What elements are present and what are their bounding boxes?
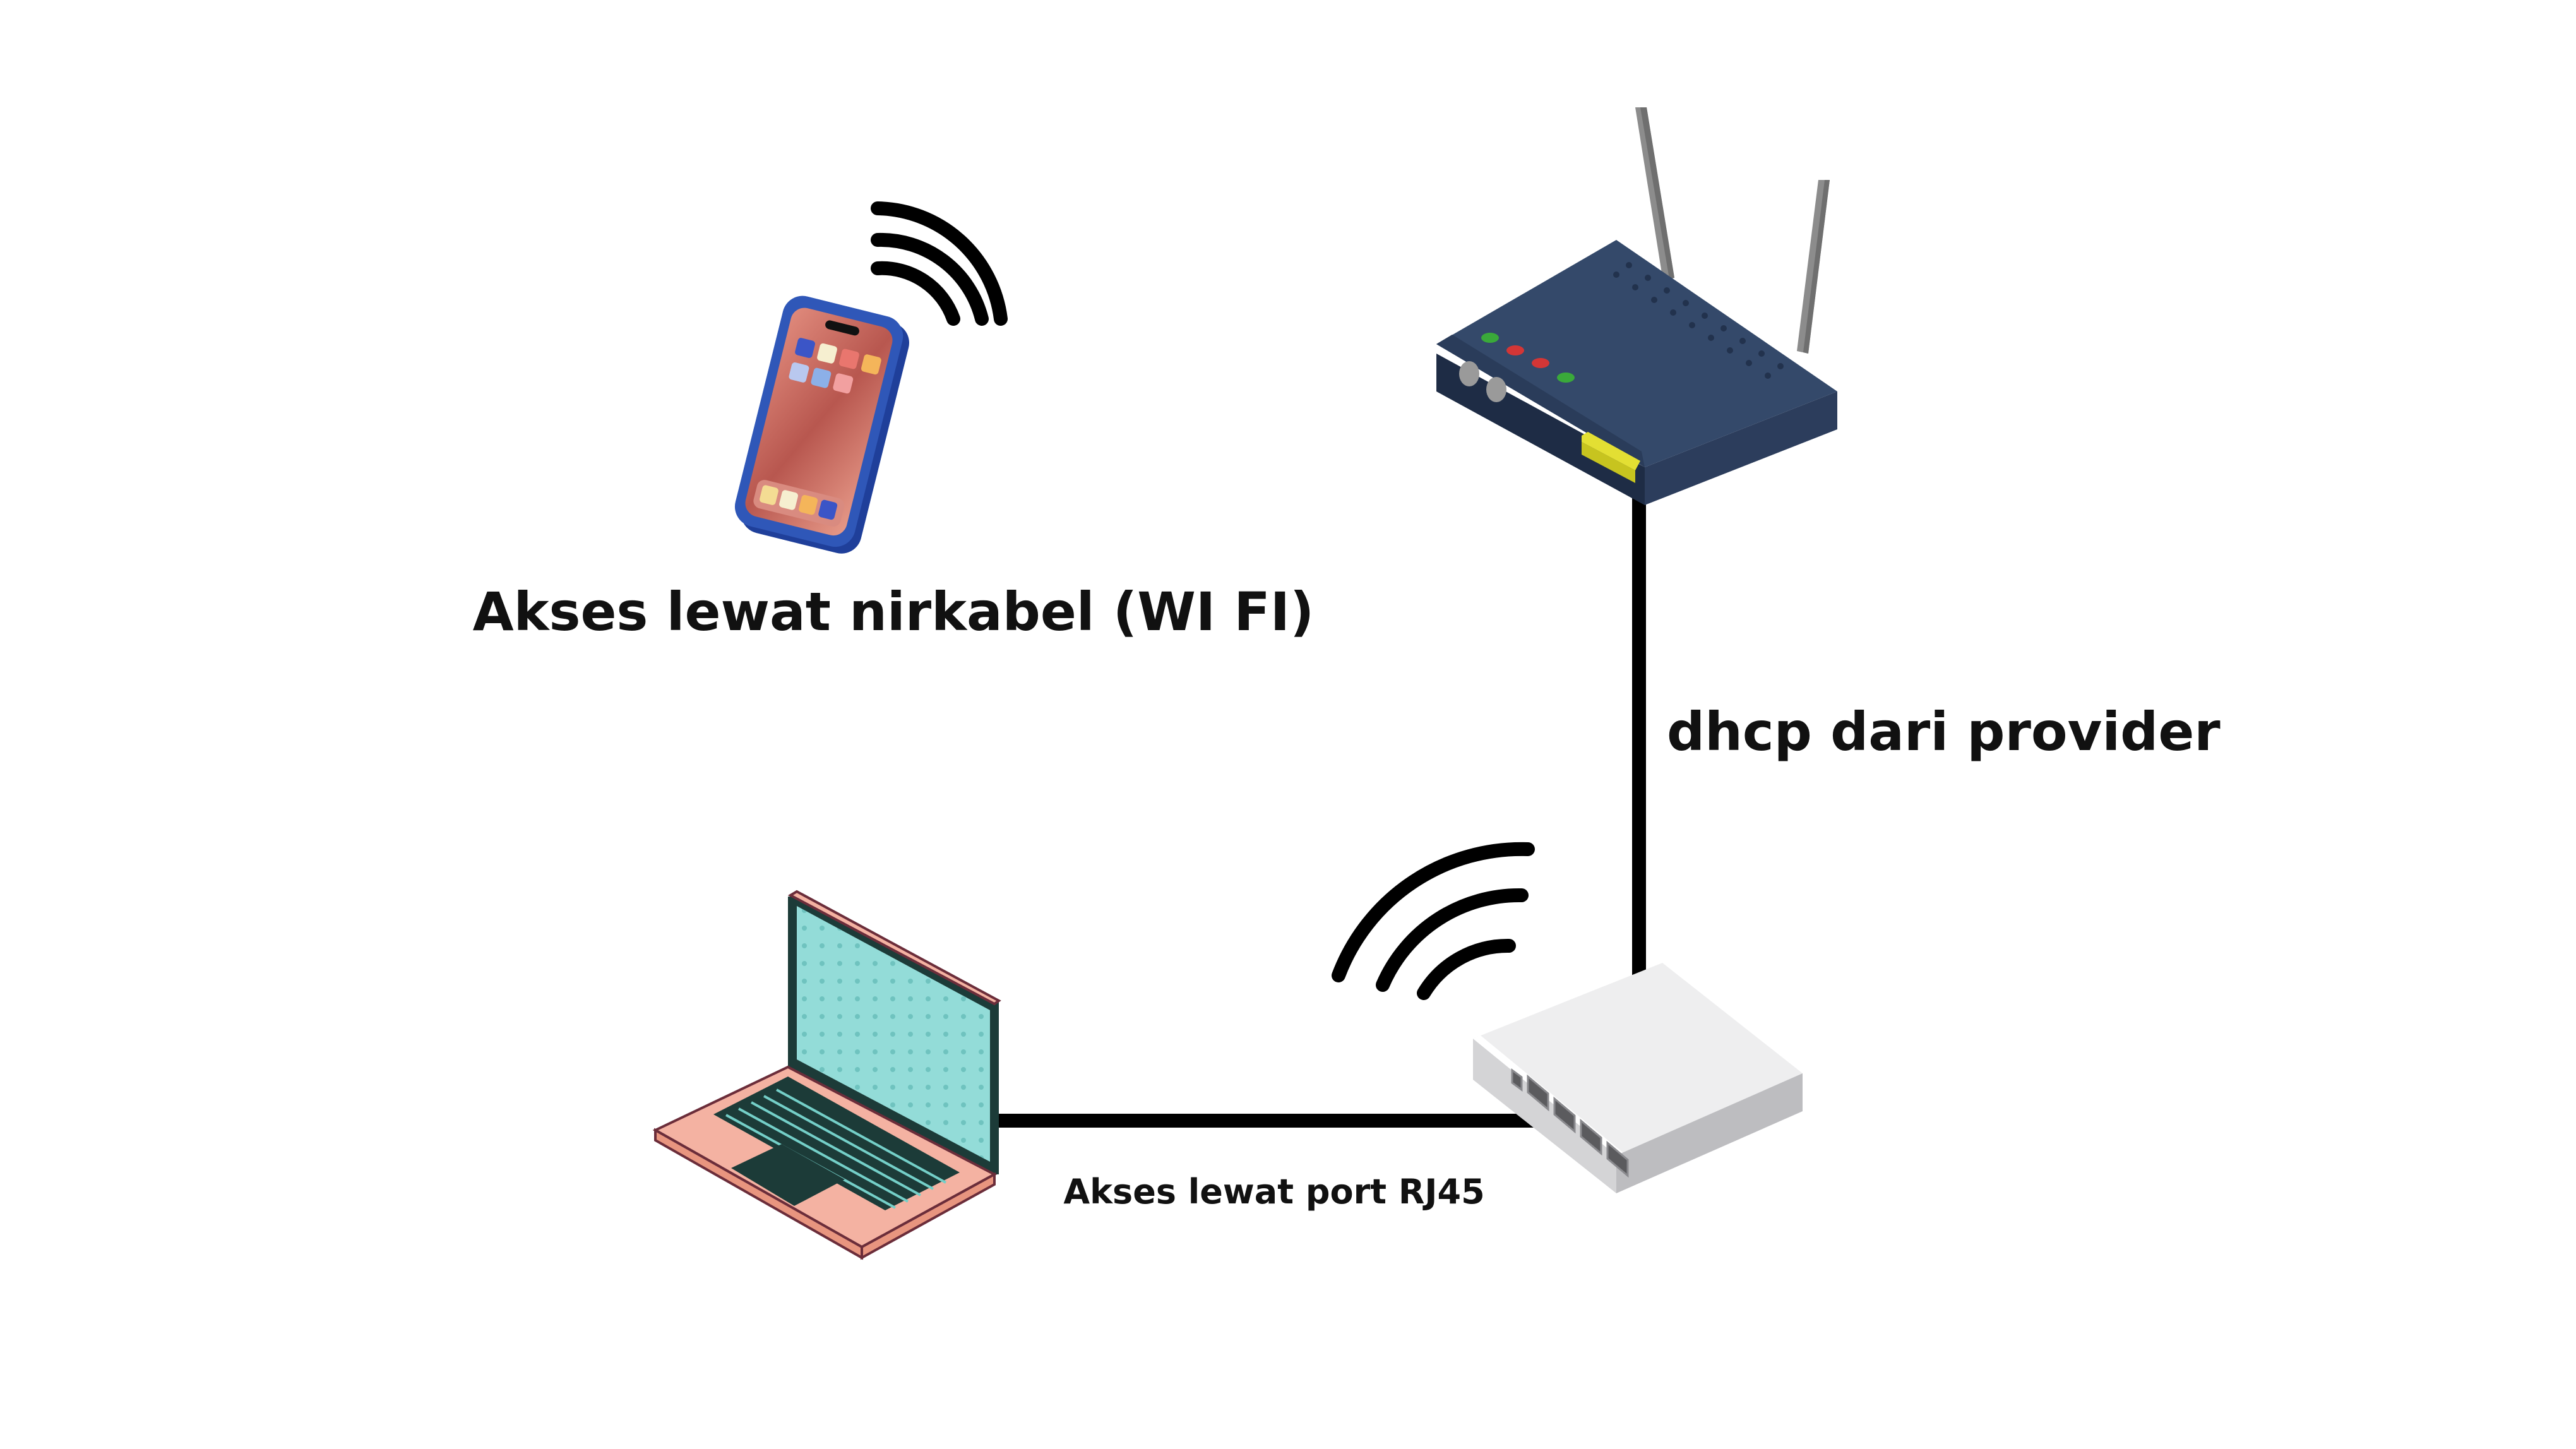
dhcp-label: dhcp dari provider (1667, 701, 2221, 763)
wifi-access-label: Akses lewat nirkabel (WI FI) (473, 581, 1315, 643)
wifi-modem-icon (1436, 107, 1837, 505)
phone-wifi-signal-icon (871, 201, 1008, 326)
switch-router-icon (1473, 963, 1803, 1193)
rj45-access-label: Akses lewat port RJ45 (1063, 1172, 1484, 1212)
smartphone-icon (734, 295, 909, 554)
router-wifi-signal-icon (1332, 842, 1535, 1000)
laptop-icon (652, 890, 1001, 1260)
